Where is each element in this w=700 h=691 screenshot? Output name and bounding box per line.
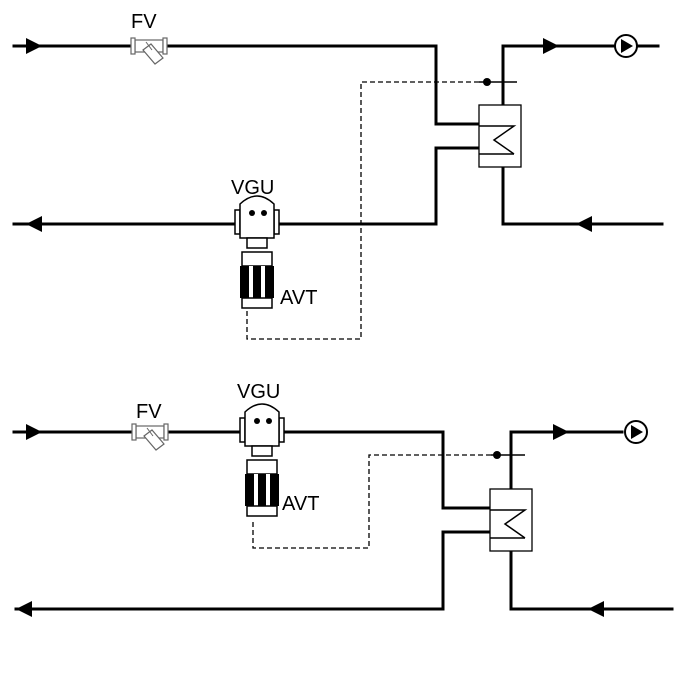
actuator-icon [244, 459, 280, 517]
strainer-icon [131, 423, 169, 451]
flow-arrow-out-icon [16, 601, 32, 617]
strainer-label: FV [136, 401, 162, 423]
diagram-1: FV VGU AVT [12, 11, 664, 340]
flow-arrow-secondary-return-icon [588, 601, 604, 617]
strainer-icon [130, 37, 168, 65]
sensor-point [483, 78, 491, 86]
flow-arrow-secondary-supply-icon [553, 424, 569, 440]
return-pipe-primary [14, 530, 495, 611]
return-pipe-secondary [501, 164, 664, 226]
return-pipe-primary [12, 146, 481, 226]
flow-arrow-in-icon [26, 38, 42, 54]
return-pipe-secondary [509, 543, 674, 611]
pump-icon [614, 34, 638, 58]
heat-exchanger-icon [489, 488, 533, 552]
supply-pipe-primary [12, 430, 495, 510]
flow-arrow-secondary-return-icon [576, 216, 592, 232]
actuator-label: AVT [280, 287, 317, 309]
strainer-label: FV [131, 11, 157, 33]
flow-arrow-secondary-supply-icon [543, 38, 559, 54]
actuator-icon [239, 251, 275, 309]
flow-arrow-in-icon [26, 424, 42, 440]
valve-label: VGU [231, 177, 274, 199]
valve-icon [234, 195, 280, 249]
supply-pipe-secondary [501, 44, 660, 110]
capillary-line [246, 81, 479, 340]
diagram-2: FV VGU AVT [12, 381, 674, 617]
supply-pipe-primary [12, 44, 481, 126]
heat-exchanger-icon [478, 104, 522, 168]
flow-arrow-out-icon [26, 216, 42, 232]
valve-icon [239, 403, 285, 457]
capillary-line [252, 454, 491, 549]
sensor-point [493, 451, 501, 459]
pump-icon [624, 420, 648, 444]
actuator-label: AVT [282, 493, 319, 515]
supply-pipe-secondary [509, 430, 624, 497]
valve-label: VGU [237, 381, 280, 403]
